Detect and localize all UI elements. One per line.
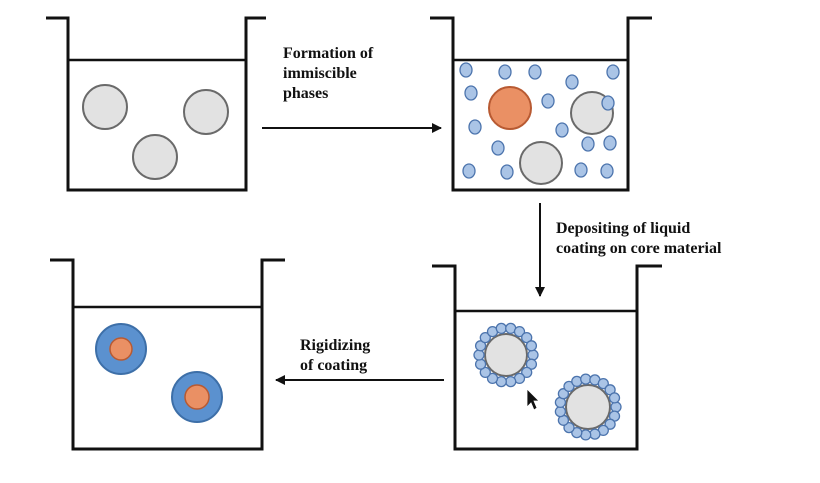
label-formation: Formation of immiscible phases <box>283 44 373 104</box>
capsule-core <box>184 384 210 410</box>
coating-droplet <box>601 95 615 111</box>
beaker-deposited-coating <box>432 264 662 451</box>
label-depositing-line2: coating on core material <box>556 240 722 257</box>
coating-droplet <box>608 392 621 404</box>
capsule-core <box>109 337 133 361</box>
coating-droplet <box>459 62 473 78</box>
label-formation-line3: phases <box>283 85 329 102</box>
core-droplet <box>519 141 563 185</box>
coating-droplet <box>491 140 505 156</box>
coating-droplet <box>606 64 620 80</box>
coating-droplet <box>554 405 567 418</box>
label-formation-line2: immiscible <box>283 65 357 82</box>
coating-droplet <box>505 375 517 388</box>
coating-droplet <box>603 135 617 151</box>
coating-droplet <box>527 349 539 361</box>
coating-droplet <box>555 122 569 138</box>
orange-droplet <box>488 86 532 130</box>
coating-droplet <box>513 325 526 338</box>
beaker-immiscible-phases <box>430 16 652 192</box>
beaker-outline <box>430 16 652 192</box>
core-droplet <box>82 84 128 130</box>
coating-droplet <box>525 340 538 352</box>
coating-droplet <box>498 64 512 80</box>
mouse-pointer-icon <box>526 388 540 411</box>
core-droplet <box>132 134 178 180</box>
coating-droplet <box>462 163 476 179</box>
beaker-outline <box>432 264 662 451</box>
label-depositing: Depositing of liquid coating on core mat… <box>556 219 721 259</box>
coating-droplet <box>474 358 487 370</box>
coating-droplet <box>589 428 601 440</box>
coating-droplet <box>597 377 609 390</box>
coating-droplet <box>500 164 514 180</box>
core-droplet <box>565 384 611 430</box>
label-formation-line1: Formation of <box>283 45 374 62</box>
microcapsule <box>95 323 147 375</box>
coating-droplet <box>525 358 538 370</box>
label-rigidizing: Rigidizing of coating <box>300 336 370 376</box>
coating-droplet <box>563 380 575 393</box>
core-droplet <box>484 333 528 377</box>
coating-droplet <box>581 136 595 152</box>
coating-droplet <box>571 426 583 439</box>
coating-droplet <box>474 340 487 352</box>
coating-droplet <box>574 162 588 178</box>
beaker-initial <box>46 16 266 192</box>
label-rigidizing-line2: of coating <box>300 357 368 374</box>
coating-droplet <box>521 366 533 379</box>
core-droplet <box>183 89 229 135</box>
beaker-outline <box>46 16 266 192</box>
coating-droplet <box>473 349 485 361</box>
coating-droplet <box>495 322 507 335</box>
beaker-rigid-microcapsules <box>50 258 285 451</box>
microcapsule <box>171 371 223 423</box>
coating-droplets <box>459 62 620 180</box>
coating-droplet <box>464 85 478 101</box>
coating-droplet <box>521 331 533 344</box>
coating-droplet <box>610 401 622 413</box>
coating-droplet <box>486 372 499 385</box>
coating-droplet <box>604 418 616 430</box>
coating-droplet <box>565 74 579 90</box>
label-rigidizing-line1: Rigidizing <box>300 337 371 354</box>
coating-droplet <box>479 366 491 379</box>
coating-droplet <box>468 119 482 135</box>
coating-droplet <box>479 331 491 344</box>
label-depositing-line1: Depositing of liquid <box>556 220 691 237</box>
coating-droplet <box>580 373 592 385</box>
coating-beads <box>473 322 622 441</box>
beaker-outline <box>50 258 285 451</box>
coating-droplet <box>600 163 614 179</box>
coating-droplet <box>528 64 542 80</box>
coating-droplet <box>563 421 575 434</box>
coating-droplet <box>541 93 555 109</box>
coating-droplet <box>557 388 570 400</box>
